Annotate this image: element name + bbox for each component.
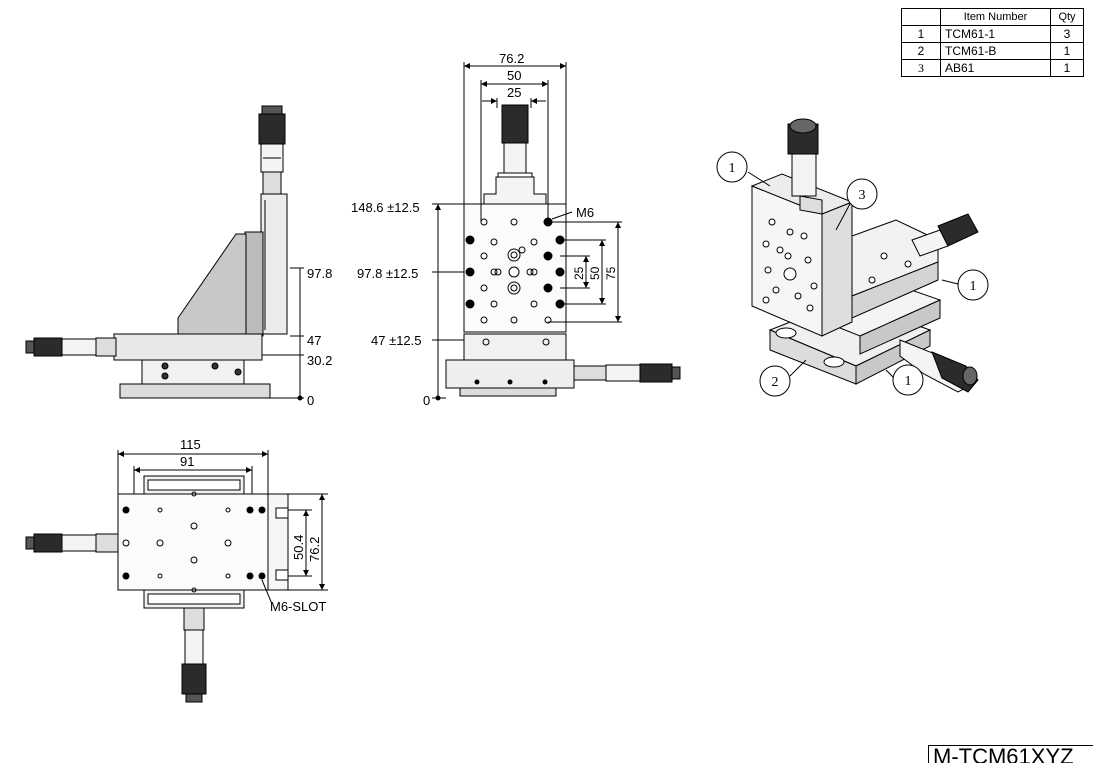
callout-3: 3 bbox=[846, 178, 878, 210]
bom-row-qty: 3 bbox=[1050, 25, 1084, 43]
bom-row-index: 2 bbox=[901, 42, 941, 60]
front-dim-hole-75: 75 bbox=[604, 266, 618, 280]
bom-header-qty: Qty bbox=[1050, 8, 1084, 26]
part-number-title: M-TCM61XYZ bbox=[928, 745, 1093, 763]
micrometer-thimble-x bbox=[33, 337, 63, 357]
top-dim-50-4: 50.4 bbox=[291, 535, 306, 560]
front-dim-0: 0 bbox=[423, 393, 430, 408]
top-dim-91: 91 bbox=[180, 454, 194, 469]
bom-row-index: 1 bbox=[901, 25, 941, 43]
bom-row-qty: 1 bbox=[1050, 42, 1084, 60]
side-dim-30-2: 30.2 bbox=[307, 353, 332, 368]
side-view bbox=[25, 105, 304, 401]
callout-2: 2 bbox=[759, 365, 791, 397]
bom-row: 2 TCM61-B 1 bbox=[901, 42, 1084, 60]
front-dim-47: 47 ±12.5 bbox=[371, 333, 422, 348]
svg-text:2: 2 bbox=[772, 375, 779, 390]
front-dim-50: 50 bbox=[507, 68, 521, 83]
svg-text:3: 3 bbox=[859, 188, 866, 203]
top-dim-115: 115 bbox=[180, 437, 201, 452]
svg-text:1: 1 bbox=[970, 279, 977, 294]
top-view bbox=[25, 450, 328, 703]
bom-header-index bbox=[901, 8, 941, 26]
callout-1-right: 1 bbox=[957, 269, 989, 301]
top-plate bbox=[117, 493, 269, 591]
top-dim-76-2: 76.2 bbox=[307, 537, 322, 562]
callout-1-bottom: 1 bbox=[892, 364, 924, 396]
svg-text:1: 1 bbox=[729, 161, 736, 176]
isometric-view bbox=[747, 118, 979, 393]
angle-bracket bbox=[177, 233, 247, 335]
bom-row-item: TCM61-1 bbox=[940, 25, 1051, 43]
callout-1-top: 1 bbox=[716, 151, 748, 183]
bom-header-item: Item Number bbox=[940, 8, 1051, 26]
front-dim-97-8: 97.8 ±12.5 bbox=[357, 266, 418, 281]
svg-text:1: 1 bbox=[905, 374, 912, 389]
micrometer-cap bbox=[261, 105, 283, 115]
front-dim-25: 25 bbox=[507, 85, 521, 100]
bom-header-row: Item Number Qty bbox=[901, 8, 1084, 26]
front-view bbox=[432, 62, 681, 401]
side-dim-47: 47 bbox=[307, 333, 321, 348]
side-dim-97-8: 97.8 bbox=[307, 266, 332, 281]
bom-row: 1 TCM61-1 3 bbox=[901, 25, 1084, 43]
bom-row-item: AB61 bbox=[940, 59, 1051, 77]
front-dim-148-6: 148.6 ±12.5 bbox=[351, 200, 420, 215]
micrometer-thimble bbox=[258, 113, 286, 145]
base-plate bbox=[119, 383, 271, 399]
side-dim-0: 0 bbox=[307, 393, 314, 408]
front-dim-76-2: 76.2 bbox=[499, 51, 524, 66]
front-dim-hole-50: 50 bbox=[588, 266, 602, 280]
m6-label: M6 bbox=[576, 205, 594, 220]
bom-row: 3 AB61 1 bbox=[901, 59, 1084, 77]
front-dim-hole-25: 25 bbox=[572, 266, 586, 280]
bom-row-qty: 1 bbox=[1050, 59, 1084, 77]
bom-row-index: 3 bbox=[901, 59, 941, 77]
bom-table: Item Number Qty 1 TCM61-1 3 2 TCM61-B 1 … bbox=[901, 8, 1084, 77]
bom-row-item: TCM61-B bbox=[940, 42, 1051, 60]
m6-slot-label: M6-SLOT bbox=[270, 599, 326, 614]
y-stage bbox=[141, 359, 245, 385]
x-stage bbox=[113, 333, 263, 361]
